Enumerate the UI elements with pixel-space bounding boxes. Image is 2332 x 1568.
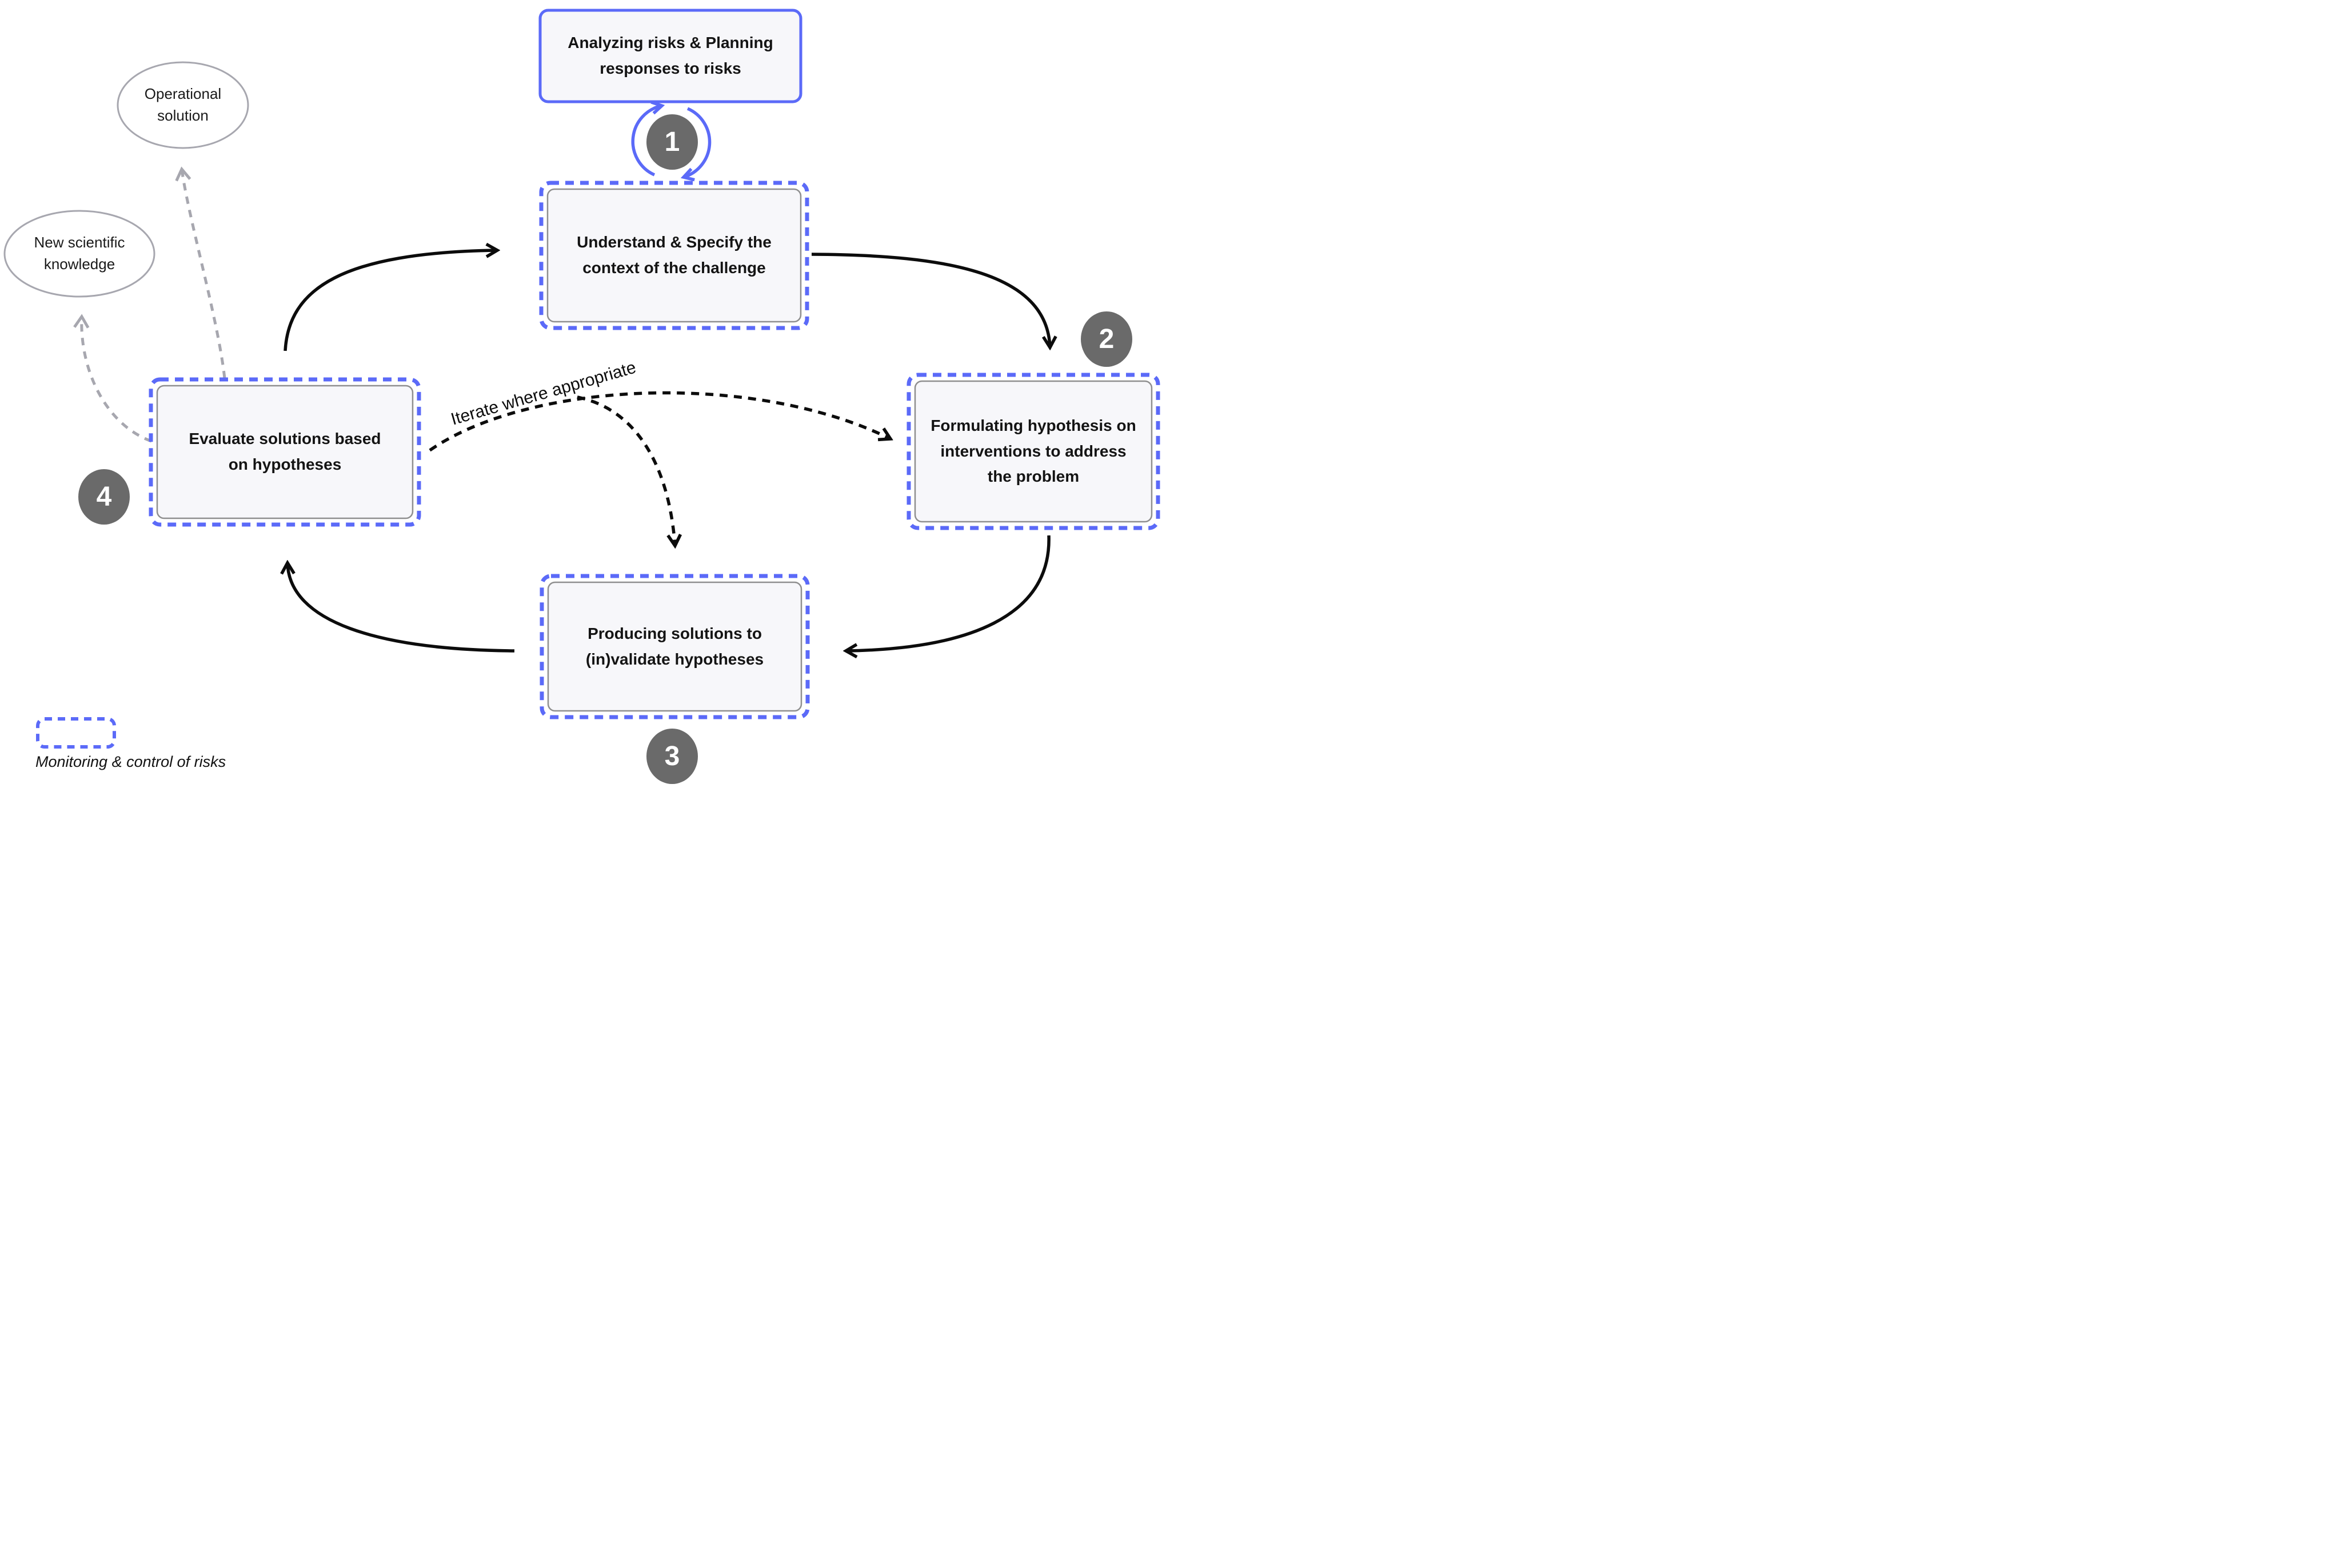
risk-management-cycle-diagram: Analyzing risks & Planning responses to …	[0, 0, 1166, 784]
legend-label: Monitoring & control of risks	[35, 753, 226, 770]
legend-dashed-swatch	[36, 717, 116, 749]
step-3-badge: 3	[646, 729, 698, 784]
risk-analysis-box	[538, 9, 802, 103]
diagram-shapes	[3, 9, 1160, 749]
arrow-formulating-to-producing	[846, 535, 1051, 651]
arrow-evaluate-to-understand	[283, 250, 497, 351]
step-2-badge: 2	[1081, 311, 1132, 367]
dashed-arrow-to-new-knowledge	[73, 314, 152, 443]
step-3-box	[540, 574, 810, 719]
dashed-arrow-to-operational-solution	[175, 166, 226, 379]
step-1-badge: 1	[646, 114, 698, 170]
arrow-understand-to-formulating	[811, 253, 1050, 347]
step-1-box	[539, 181, 809, 330]
new-knowledge-ellipse	[3, 210, 155, 298]
dashed-iterate-arrow-to-formulating	[429, 391, 891, 452]
step-4-box	[149, 377, 421, 527]
cycle-arrows-icon	[631, 101, 712, 182]
arrow-producing-to-evaluate	[287, 563, 515, 653]
step-2-box	[907, 373, 1160, 530]
dashed-iterate-arrow-to-producing	[577, 395, 675, 546]
operational-solution-ellipse	[117, 61, 249, 149]
step-4-badge: 4	[78, 469, 130, 525]
